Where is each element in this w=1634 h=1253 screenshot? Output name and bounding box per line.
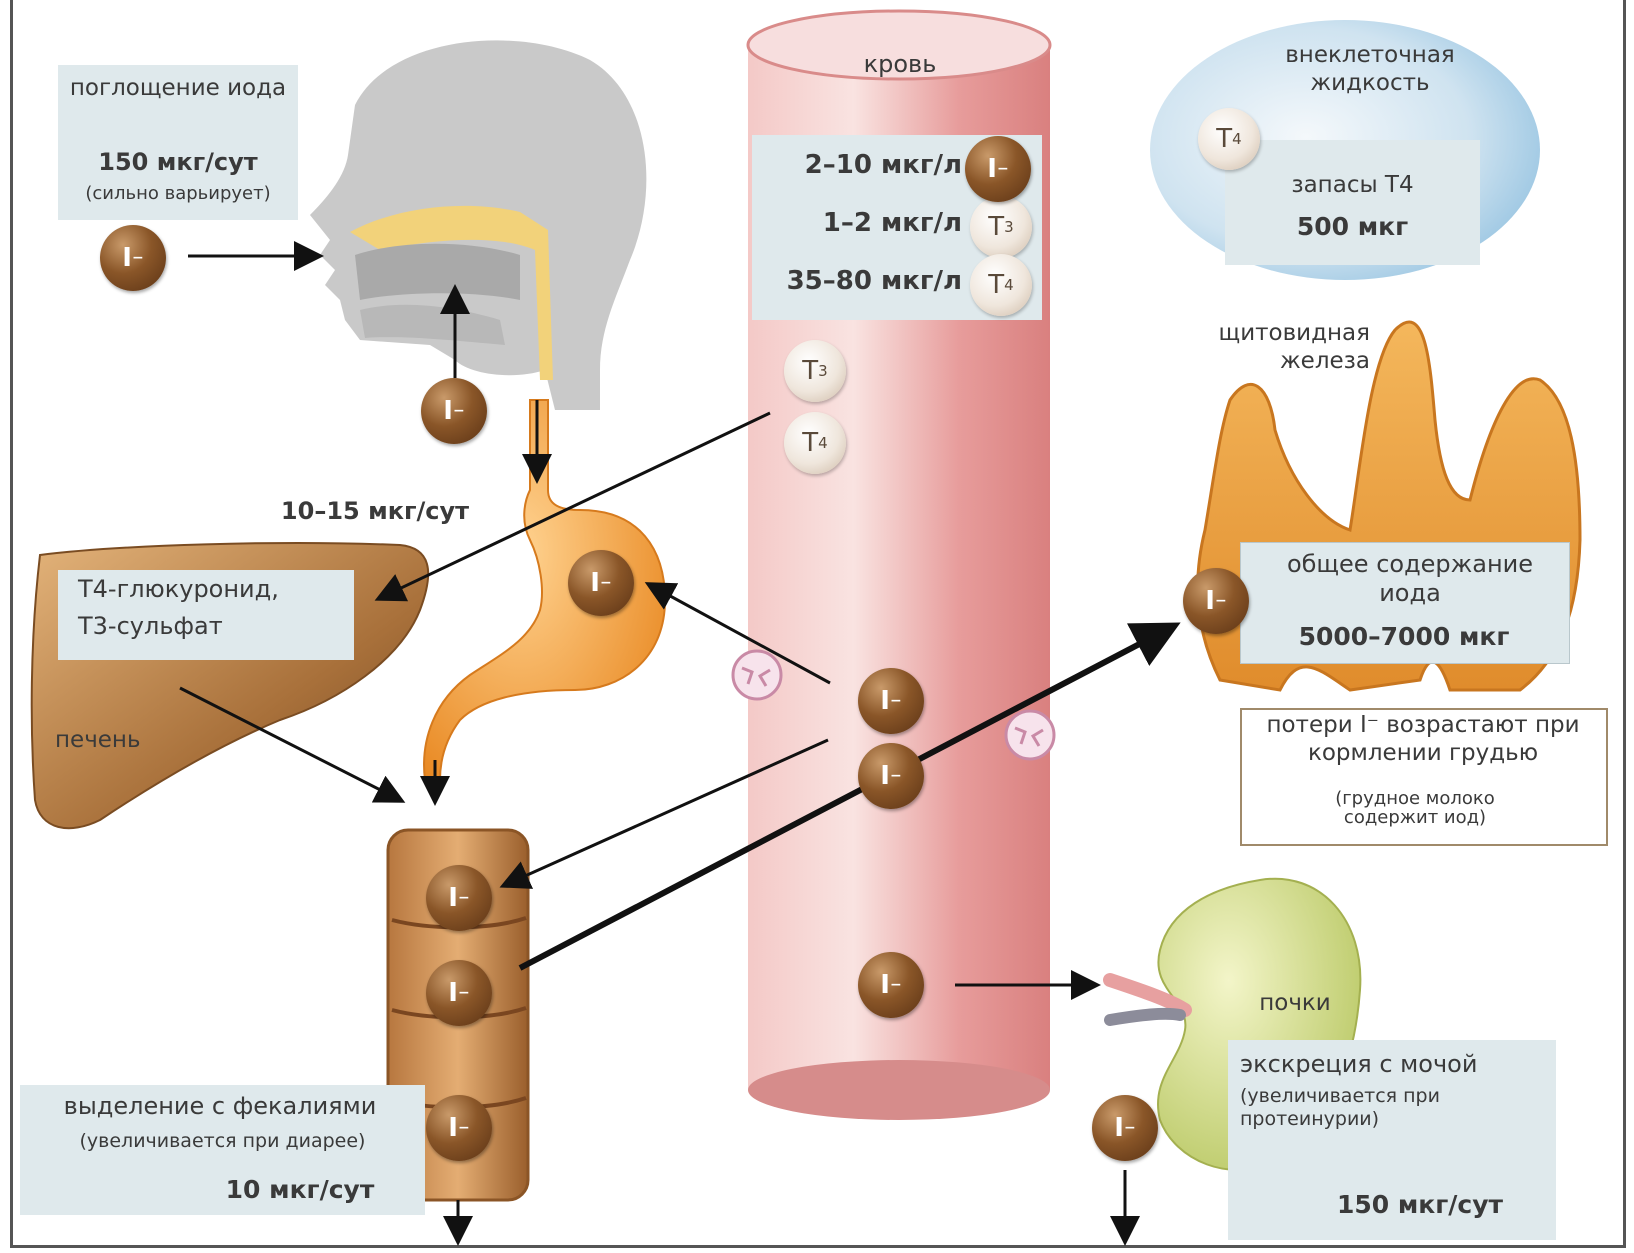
feces-title: выделение с фекалиями: [20, 1092, 420, 1121]
iodide-blood-sphere: I−: [965, 136, 1031, 202]
iodide-blood-sphere: I−: [858, 668, 924, 734]
uptake-rate: 150 мкг/сут: [60, 148, 296, 177]
iodide-feces-sphere: I−: [426, 1095, 492, 1161]
ecf-label: внеклеточная жидкость: [1255, 42, 1485, 97]
liver-products-1: T4-глюкуронид,: [78, 575, 338, 604]
uptake-title: поглощение иода: [60, 75, 296, 103]
transporter-icon: [733, 651, 781, 699]
iodide-thyroid-sphere: I−: [1183, 568, 1249, 634]
iodide-colon-sphere: I−: [426, 960, 492, 1026]
stomach-intake-rate: 10–15 мкг/сут: [255, 497, 495, 526]
head-illustration: [310, 40, 646, 410]
thyroid-label: щитовидная железа: [1160, 320, 1370, 375]
iodide-stomach-sphere: I−: [568, 550, 634, 616]
feces-note: (увеличивается при диарее): [20, 1130, 425, 1153]
t4-stores-box: [1225, 140, 1480, 265]
iodide-urine-sphere: I−: [1092, 1095, 1158, 1161]
iodide-blood-sphere: I−: [858, 743, 924, 809]
urine-rate: 150 мкг/сут: [1300, 1190, 1540, 1220]
blood-t4-level: 35–80 мкг/л: [740, 266, 962, 297]
thyroid-iodine-amount: 5000–7000 мкг: [1240, 622, 1568, 652]
blood-t3-level: 1–2 мкг/л: [752, 208, 962, 239]
kidney-label: почки: [1240, 990, 1350, 1018]
feces-rate: 10 мкг/сут: [180, 1175, 420, 1205]
lactation-label: потери I⁻ возрастают при кормлении грудь…: [1245, 712, 1601, 767]
thyroid-total-label: общее содержание иода: [1260, 550, 1560, 608]
iodide-kidney-sphere: I−: [858, 952, 924, 1018]
iodide-saliva-sphere: I−: [421, 378, 487, 444]
t4-stores-amount: 500 мкг: [1225, 212, 1480, 242]
t4-stores-label: запасы T4: [1225, 172, 1480, 200]
blood-iodide-level: 2–10 мкг/л: [752, 150, 962, 181]
urine-note: (увеличивается при протеинурии): [1240, 1085, 1440, 1131]
lactation-note: (грудное молоко содержит иод): [1300, 790, 1530, 828]
liver-label: печень: [55, 727, 175, 755]
iodide-colon-sphere: I−: [426, 865, 492, 931]
transporter-icon: [1006, 711, 1054, 759]
iodide-intake-sphere: I−: [100, 225, 166, 291]
blood-label: кровь: [820, 50, 980, 79]
liver-products-2: T3-сульфат: [78, 612, 338, 641]
urine-title: экскреция с мочой: [1240, 1050, 1540, 1079]
uptake-note: (сильно варьирует): [60, 183, 296, 205]
